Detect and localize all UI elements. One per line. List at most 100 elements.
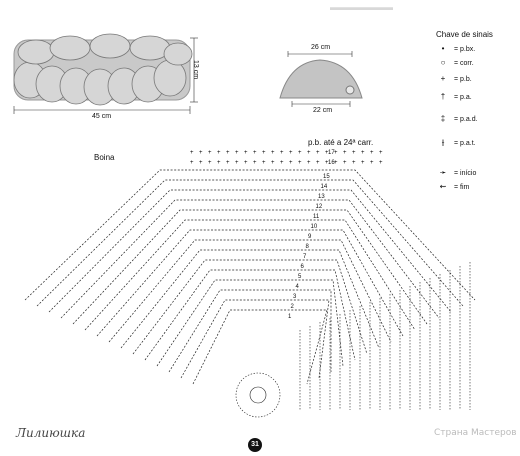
row-number-label: 8 bbox=[306, 244, 310, 250]
faded-background-text: ▬▬▬▬▬▬▬ bbox=[330, 2, 393, 12]
row-number-label: 2 bbox=[291, 304, 295, 310]
cross-stitch-mark: + bbox=[271, 150, 275, 156]
watermark: Страна Мастеров bbox=[434, 428, 517, 438]
cross-stitch-mark: + bbox=[262, 160, 266, 166]
bullet-stitch-icon: • bbox=[441, 44, 445, 53]
stitch-row bbox=[36, 179, 464, 307]
cross-stitch-mark: + bbox=[199, 160, 203, 166]
cross-stitch-mark: + bbox=[307, 160, 311, 166]
stitch-row bbox=[168, 289, 332, 373]
stitch-row bbox=[72, 209, 428, 325]
cross-stitch-mark: + bbox=[280, 160, 284, 166]
cross-stitch-mark: + bbox=[298, 150, 302, 156]
treble-crochet-icon: ‡ bbox=[440, 114, 446, 123]
cross-stitch-mark: + bbox=[316, 160, 320, 166]
stitch-row bbox=[108, 239, 392, 343]
row-number-label: 16 bbox=[328, 160, 335, 166]
row-number-label: 4 bbox=[296, 284, 300, 290]
diagram-note: p.b. até a 24ª carr. bbox=[308, 138, 374, 147]
cross-stitch-mark: + bbox=[244, 150, 248, 156]
stitch-row bbox=[144, 269, 356, 361]
cross-stitch-mark: + bbox=[298, 160, 302, 166]
chain-stitch-icon: ○ bbox=[440, 58, 446, 67]
cross-stitch-mark: + bbox=[280, 150, 284, 156]
cross-stitch-mark: + bbox=[370, 160, 374, 166]
cross-stitch-mark: + bbox=[361, 150, 365, 156]
legend-item: •= p.bx. bbox=[432, 44, 476, 53]
stitch-row bbox=[48, 189, 452, 313]
row-number-label: 13 bbox=[318, 194, 325, 200]
beret-bottom-label: 22 cm bbox=[313, 107, 333, 114]
row-number-label: 12 bbox=[316, 204, 323, 210]
cross-stitch-mark: + bbox=[208, 160, 212, 166]
cross-stitch-mark: + bbox=[361, 160, 365, 166]
diagram-title: Boina bbox=[94, 153, 115, 162]
row-number-label: 7 bbox=[303, 254, 307, 260]
cross-stitch-mark: + bbox=[235, 160, 239, 166]
scarf-drawing bbox=[13, 33, 198, 114]
start-arrow-icon: ➛ bbox=[439, 168, 447, 177]
cross-stitch-mark: + bbox=[199, 150, 203, 156]
cross-stitch-mark: + bbox=[253, 160, 257, 166]
stitch-row bbox=[24, 169, 476, 301]
start-ring bbox=[235, 372, 281, 418]
beret-illustration bbox=[270, 50, 370, 110]
cross-stitch-mark: + bbox=[217, 160, 221, 166]
row-number-label: 11 bbox=[313, 214, 320, 220]
cross-stitch-mark: + bbox=[253, 150, 257, 156]
cross-stitch-mark: + bbox=[325, 150, 329, 156]
cross-stitch-mark: + bbox=[352, 160, 356, 166]
cross-stitch-mark: + bbox=[379, 160, 383, 166]
cross-stitch-mark: + bbox=[289, 150, 293, 156]
stitch-row bbox=[192, 309, 328, 385]
row-number-label: 6 bbox=[301, 264, 305, 270]
stitch-row bbox=[96, 229, 404, 337]
cross-stitch-mark: + bbox=[226, 160, 230, 166]
cross-stitch-mark: + bbox=[316, 150, 320, 156]
scarf-height-label: 13 cm bbox=[192, 60, 199, 80]
cross-stitch-mark: + bbox=[235, 150, 239, 156]
end-arrow-icon: ⇜ bbox=[439, 182, 447, 191]
double-crochet-icon: † bbox=[440, 92, 446, 101]
row-number-label: 10 bbox=[311, 224, 318, 230]
cross-stitch-mark: + bbox=[226, 150, 230, 156]
row-number-label: 17 bbox=[328, 150, 335, 156]
cross-stitch-mark: + bbox=[217, 150, 221, 156]
crochet-chart: + + + + + + + + + + + + + + + + + + + + + + + + + + + + + + + + + + + + + + + +… bbox=[24, 150, 476, 418]
signature: Лилиюшка bbox=[16, 426, 86, 440]
cross-stitch-mark: + bbox=[334, 160, 338, 166]
stitch-row bbox=[180, 299, 330, 379]
cross-stitch-mark: + bbox=[370, 150, 374, 156]
beret-top-label: 26 cm bbox=[311, 44, 331, 51]
legend-item: ⇜= fim bbox=[432, 182, 470, 191]
cross-stitch-mark: + bbox=[289, 160, 293, 166]
legend-item: ○= corr. bbox=[432, 58, 474, 67]
cross-stitch-mark: + bbox=[325, 160, 329, 166]
cross-stitch-mark: + bbox=[343, 160, 347, 166]
cross-stitch-mark: + bbox=[379, 150, 383, 156]
stitch-row bbox=[156, 279, 344, 367]
center-ring bbox=[249, 386, 267, 404]
beret-drawing bbox=[279, 51, 363, 107]
cross-stitch-mark: + bbox=[334, 150, 338, 156]
cross-stitch-mark: + bbox=[190, 150, 194, 156]
scarf-width-label: 45 cm bbox=[92, 113, 112, 120]
cross-stitch-mark: + bbox=[208, 150, 212, 156]
stitch-row bbox=[84, 219, 416, 331]
legend-item: †= p.a. bbox=[432, 92, 472, 101]
cross-stitch-mark: + bbox=[271, 160, 275, 166]
legend-item: ⫲= p.a.t. bbox=[432, 138, 476, 148]
triple-treble-icon: ⫲ bbox=[441, 138, 445, 147]
row-number-label: 5 bbox=[298, 274, 302, 280]
symbol-legend: Chave de sinais •= p.bx. ○= corr. += p.b… bbox=[432, 30, 518, 200]
cross-stitch-mark: + bbox=[352, 150, 356, 156]
cross-stitch-mark: + bbox=[190, 160, 194, 166]
stitch-row bbox=[132, 259, 368, 355]
cross-stitch-mark: + bbox=[262, 150, 266, 156]
row-number-label: 14 bbox=[321, 184, 328, 190]
row-number-label: 9 bbox=[308, 234, 312, 240]
scarf-illustration bbox=[0, 0, 240, 130]
legend-item: += p.b. bbox=[432, 74, 472, 83]
legend-item: ‡= p.a.d. bbox=[432, 114, 478, 123]
row-number-label: 1 bbox=[288, 314, 292, 320]
